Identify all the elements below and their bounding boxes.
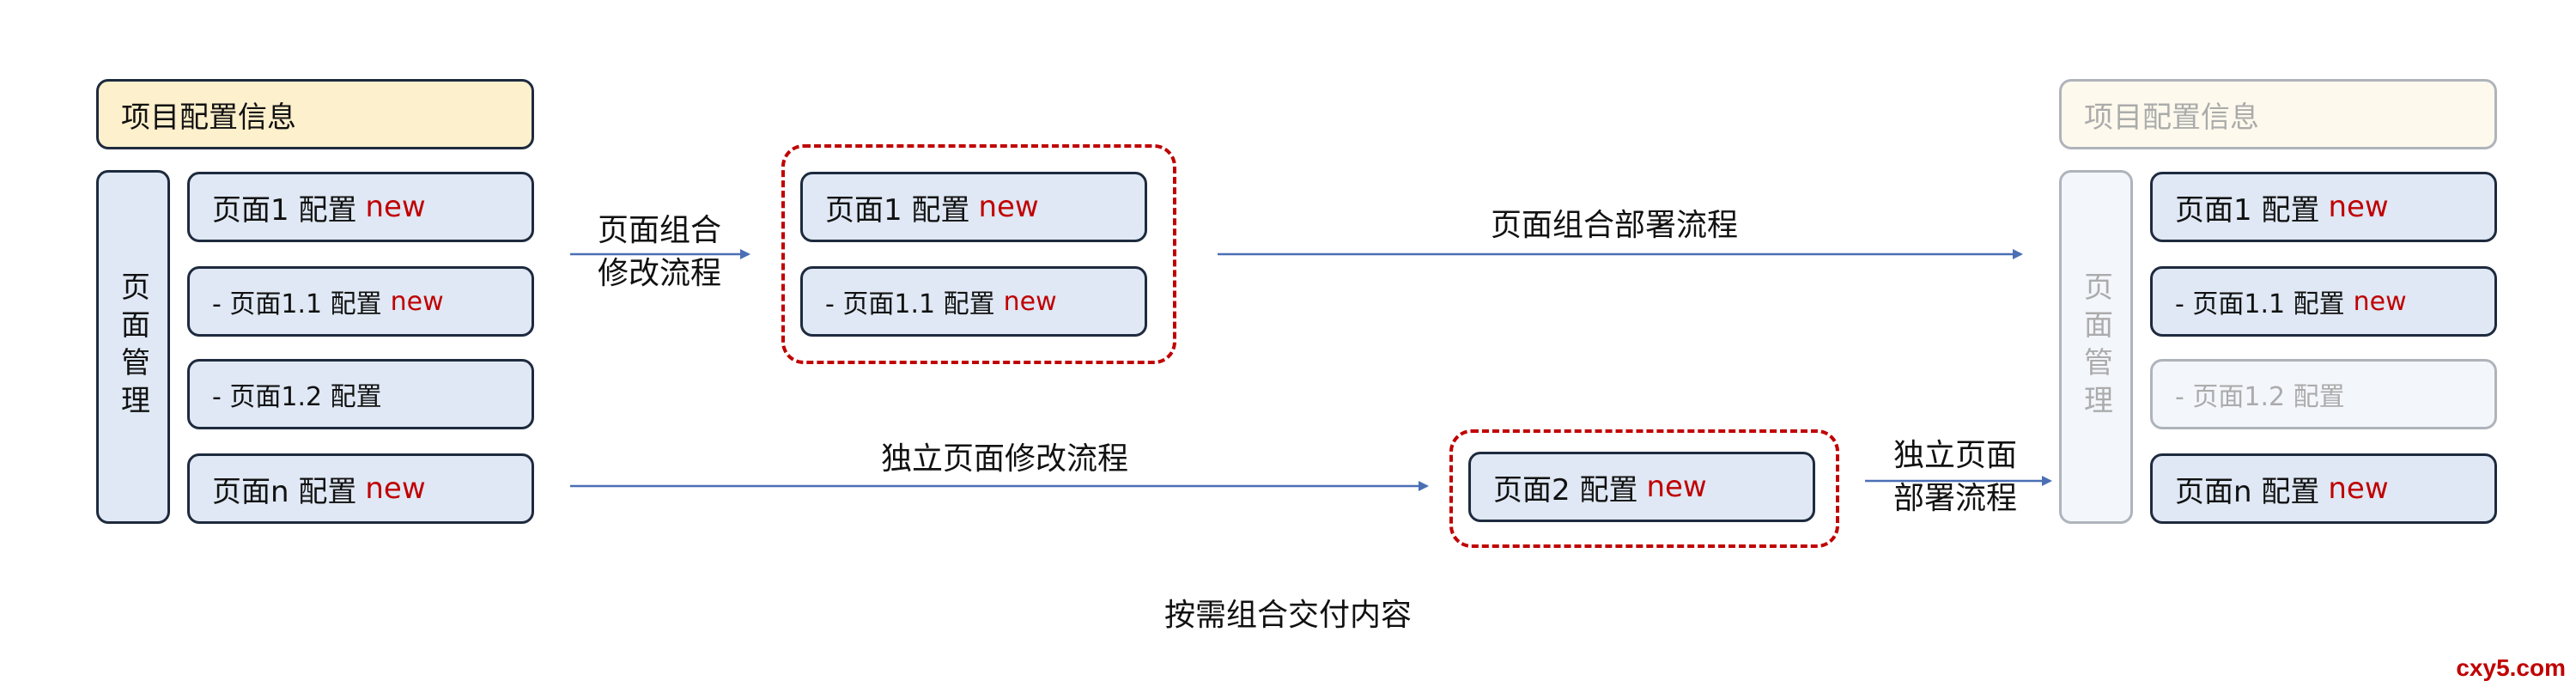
left-page1-config-label: 页面1 配置 bbox=[212, 192, 357, 228]
left-pagen-new-tag: new bbox=[365, 471, 426, 506]
mid-page2-config: 页面2 配置 new bbox=[1468, 452, 1815, 522]
left-page1-config: 页面1 配置 new bbox=[187, 172, 534, 242]
combine-modify-label: 页面组合 修改流程 bbox=[597, 213, 721, 291]
right-page1-1-config-label: - 页面1.1 配置 bbox=[2175, 289, 2345, 319]
right-page-management-label: 页面管理 bbox=[2078, 271, 2113, 423]
right-pagen-config-label: 页面n 配置 bbox=[2175, 474, 2320, 509]
mid-page1-config-label: 页面1 配置 bbox=[825, 192, 970, 228]
left-project-config-header: 项目配置信息 bbox=[96, 79, 534, 149]
left-page1-2-config: - 页面1.2 配置 bbox=[187, 359, 534, 429]
caption: 按需组合交付内容 bbox=[1163, 598, 1412, 633]
right-pagen-new-tag: new bbox=[2328, 471, 2389, 506]
mid-page1-config: 页面1 配置 new bbox=[800, 172, 1147, 242]
left-page-management-label: 页面管理 bbox=[115, 271, 150, 423]
right-page1-2-config: - 页面1.2 配置 bbox=[2150, 359, 2497, 429]
mid-page1-1-config-label: - 页面1.1 配置 bbox=[825, 289, 995, 319]
mid-page1-1-config: - 页面1.1 配置 new bbox=[800, 266, 1147, 337]
left-project-config-header-label: 项目配置信息 bbox=[121, 100, 296, 135]
left-page1-1-config: - 页面1.1 配置 new bbox=[187, 266, 534, 337]
right-project-config-header: 项目配置信息 bbox=[2059, 79, 2497, 149]
right-page1-config-label: 页面1 配置 bbox=[2175, 192, 2320, 228]
combine-deploy-label: 页面组合部署流程 bbox=[1490, 208, 1738, 243]
combined-pages-group bbox=[781, 144, 1176, 364]
right-page-management-sidebar: 页面管理 bbox=[2059, 170, 2133, 524]
independent-deploy-label: 独立页面 部署流程 bbox=[1893, 438, 2017, 516]
mid-page2-config-label: 页面2 配置 bbox=[1493, 472, 1638, 508]
right-page1-1-new-tag: new bbox=[2353, 286, 2407, 317]
right-page1-1-config: - 页面1.1 配置 new bbox=[2150, 266, 2497, 337]
independent-page-group bbox=[1449, 429, 1839, 548]
left-page1-1-new-tag: new bbox=[390, 286, 444, 317]
right-pagen-config: 页面n 配置 new bbox=[2150, 453, 2497, 524]
mid-page1-new-tag: new bbox=[978, 190, 1039, 224]
watermark: cxy5.com bbox=[2456, 654, 2566, 681]
left-page-management-sidebar: 页面管理 bbox=[96, 170, 170, 524]
left-page1-1-config-label: - 页面1.1 配置 bbox=[212, 289, 382, 319]
independent-modify-label: 独立页面修改流程 bbox=[880, 441, 1128, 477]
left-pagen-config-label: 页面n 配置 bbox=[212, 474, 357, 509]
mid-page2-new-tag: new bbox=[1646, 470, 1707, 504]
right-page1-config: 页面1 配置 new bbox=[2150, 172, 2497, 242]
right-page1-2-config-label: - 页面1.2 配置 bbox=[2175, 382, 2345, 412]
right-page1-new-tag: new bbox=[2328, 190, 2389, 224]
mid-page1-1-new-tag: new bbox=[1003, 286, 1057, 317]
right-project-config-header-label: 项目配置信息 bbox=[2084, 100, 2259, 135]
left-page1-2-config-label: - 页面1.2 配置 bbox=[212, 382, 382, 412]
left-page1-new-tag: new bbox=[365, 190, 426, 224]
left-pagen-config: 页面n 配置 new bbox=[187, 453, 534, 524]
